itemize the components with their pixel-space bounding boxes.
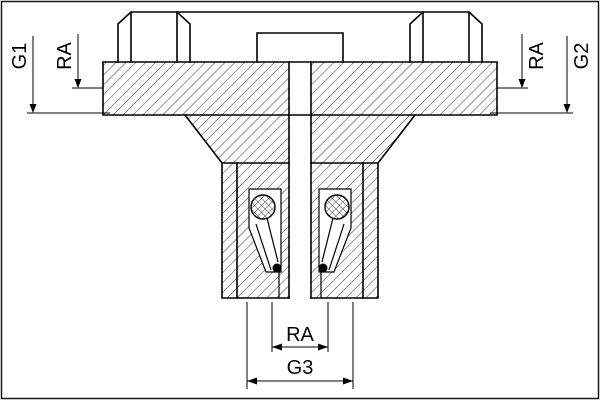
seal-dot-left <box>272 263 282 273</box>
dimension-label-g3: G3 <box>287 357 314 379</box>
dimension-ra-left: RA <box>54 34 103 89</box>
center-bore <box>289 62 311 298</box>
inner-detail <box>248 188 352 298</box>
ra-bottom-extension-lines <box>271 302 329 352</box>
groove-outline-right <box>318 188 352 273</box>
dimension-g1: G1 <box>9 36 110 114</box>
cone-lines-left <box>255 217 279 271</box>
g1-arrow-icon <box>29 104 37 113</box>
seal-dot-right <box>318 263 328 273</box>
o-ring-right <box>324 194 350 220</box>
ra-left-arrow-icon <box>74 79 82 88</box>
o-ring-left-icon <box>250 194 276 220</box>
ra-bottom-arrow-left-icon <box>272 343 282 351</box>
dimension-label-ra-bottom: RA <box>286 324 314 346</box>
groove-outline-left <box>248 188 282 273</box>
dimension-ra-right: RA <box>497 34 548 89</box>
g3-arrow-left-icon <box>247 377 257 385</box>
cone-lines-right <box>321 217 345 271</box>
counterbore-lines <box>278 272 322 298</box>
part-outline <box>102 11 498 299</box>
dimension-label-g2: G2 <box>571 43 593 70</box>
seal-dots <box>272 263 328 273</box>
dimension-ra-bottom: RA <box>271 302 329 352</box>
dimension-g3: G3 <box>246 302 354 389</box>
dimension-label-ra-right: RA <box>526 41 548 69</box>
g2-arrow-icon <box>563 104 571 113</box>
ra-bottom-arrow-right-icon <box>318 343 328 351</box>
g3-extension-lines <box>246 302 354 389</box>
dimension-label-g1: G1 <box>9 43 31 70</box>
g3-arrow-right-icon <box>343 377 353 385</box>
o-ring-right-icon <box>324 194 350 220</box>
dimension-g2: G2 <box>490 36 593 114</box>
dimension-label-ra-left: RA <box>54 41 76 69</box>
ra-right-arrow-icon <box>518 79 526 88</box>
o-ring-left <box>250 194 276 220</box>
